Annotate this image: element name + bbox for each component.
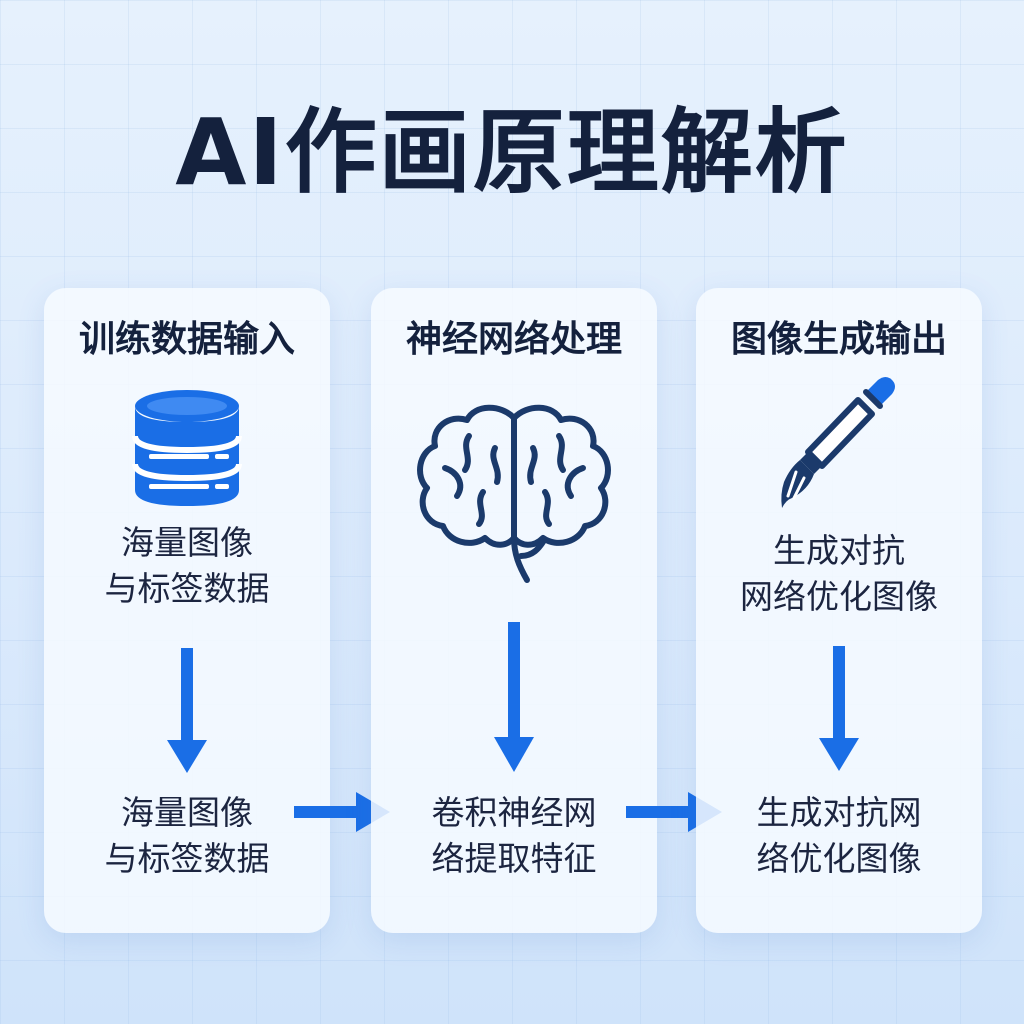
step-card-neural-network: 神经网络处理 卷积神经网 络提取特征	[371, 288, 657, 933]
step-description-top: 生成对抗 网络优化图像	[696, 528, 982, 620]
desc-line: 生成对抗网	[756, 793, 922, 832]
desc-line: 海量图像	[121, 793, 253, 832]
desc-line: 卷积神经网	[431, 793, 597, 832]
desc-line: 网络优化图像	[740, 577, 938, 617]
step-description-bottom: 生成对抗网 络优化图像	[696, 790, 982, 882]
database-icon	[131, 388, 243, 512]
desc-line: 海量图像	[121, 523, 253, 562]
arrow-down-icon	[167, 648, 207, 777]
step-description-bottom: 海量图像 与标签数据	[44, 790, 330, 882]
step-card-training-data: 训练数据输入 海量图像 与标签数据 海量图像 与标签数据	[44, 288, 330, 933]
desc-line: 络优化图像	[756, 839, 922, 879]
page-title: AI作画原理解析	[175, 99, 849, 206]
step-card-image-output: 图像生成输出 生成对抗 网络优化图像 生成对抗网 络优化图像	[696, 288, 982, 933]
arrow-down-icon	[494, 622, 534, 776]
paintbrush-icon	[774, 374, 904, 518]
arrow-down-icon	[819, 646, 859, 775]
brain-icon	[409, 396, 619, 590]
desc-line: 络提取特征	[431, 839, 597, 879]
step-description-top: 海量图像 与标签数据	[44, 520, 330, 612]
desc-line: 与标签数据	[104, 839, 270, 879]
step-title: 神经网络处理	[405, 319, 622, 360]
step-title: 图像生成输出	[730, 319, 947, 360]
step-title: 训练数据输入	[78, 319, 295, 360]
desc-line: 生成对抗	[773, 531, 905, 570]
desc-line: 与标签数据	[104, 569, 270, 609]
step-description-bottom: 卷积神经网 络提取特征	[371, 790, 657, 882]
